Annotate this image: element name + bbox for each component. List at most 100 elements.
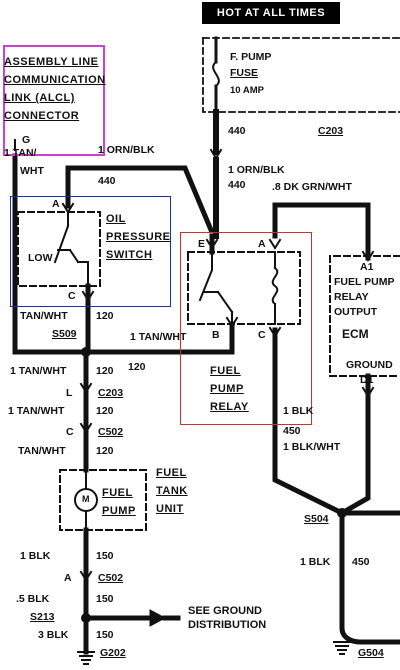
pump-unit-label-1: FUEL	[156, 467, 187, 479]
splice-s213-label: S213	[30, 611, 55, 623]
ecm-label-3: OUTPUT	[334, 306, 378, 318]
relay-coil	[271, 266, 279, 306]
ground-ref-arrow	[149, 609, 167, 627]
ground-g504-label: G504	[358, 647, 384, 659]
pump-motor-label: M	[82, 494, 90, 504]
relay-box	[187, 251, 301, 325]
ecm-d1-arrow	[361, 386, 375, 398]
wire-label-150-b: 150	[96, 593, 114, 605]
ground-g504-symbol	[333, 641, 351, 655]
splice-s509	[81, 347, 91, 357]
ecm-label-1: FUEL PUMP	[334, 276, 395, 288]
wire-label-450-b: 450	[352, 556, 370, 568]
oil-label-1: OIL	[106, 213, 126, 225]
wire-label-wht: WHT	[20, 165, 44, 177]
wire-label-450-a: 450	[283, 425, 301, 437]
pump-box	[59, 469, 147, 531]
connector-c203-a: C203	[318, 125, 344, 137]
pump-label-1: FUEL	[102, 487, 133, 499]
ecm-box	[329, 255, 400, 377]
relay-a-arrow	[268, 238, 282, 250]
ecm-name: ECM	[342, 327, 369, 341]
relay-highlight	[180, 232, 312, 425]
wire-label-dk-grn-wht: .8 DK GRN/WHT	[272, 181, 352, 193]
ground-ref-label-2: DISTRIBUTION	[188, 619, 267, 631]
oil-label-3: SWITCH	[106, 249, 153, 261]
fuse-terminal	[213, 109, 219, 115]
ground-ref-label-1: SEE GROUND	[188, 605, 262, 617]
wire-label-440-b: 440	[228, 125, 246, 137]
c502-pin-a: A	[64, 572, 72, 584]
relay-label-2: PUMP	[210, 383, 244, 395]
relay-b-arrow	[225, 316, 239, 328]
ecm-pin-d1: D1	[360, 374, 374, 386]
oil-label-2: PRESSURE	[106, 231, 171, 243]
hot-at-all-times-banner: HOT AT ALL TIMES	[202, 2, 340, 24]
splice-s213	[81, 613, 91, 623]
wire-label-blk-5: .5 BLK	[16, 593, 50, 605]
wire-label-blk-3: 3 BLK	[38, 629, 69, 641]
pump-unit-label-3: UNIT	[156, 503, 184, 515]
oil-pin-c: C	[68, 290, 76, 302]
pump-label-2: PUMP	[102, 505, 136, 517]
connector-c502-a: C502	[98, 426, 124, 438]
oil-c-arrow	[81, 290, 95, 302]
wire-label-tan-wht-bot: TAN/WHT	[18, 445, 66, 457]
fuse-rating: 10 AMP	[230, 85, 264, 96]
wire-label-tan-wht-oil: TAN/WHT	[20, 310, 68, 322]
aldl-pin-g: G	[22, 134, 31, 146]
relay-pin-a: A	[258, 238, 266, 250]
c203-pin-l: L	[66, 387, 73, 399]
ecm-pin-a1: A1	[360, 261, 374, 273]
splice-s504	[337, 508, 347, 518]
oil-state-low: LOW	[28, 252, 53, 264]
relay-e-arrow	[205, 238, 219, 250]
wire-label-orn-blk-1: 1 ORN/BLK	[98, 144, 155, 156]
relay-pin-c: C	[258, 329, 266, 341]
connector-c502-b: C502	[98, 572, 124, 584]
wire-relay-c-ground	[272, 327, 346, 517]
wire-label-150-c: 150	[96, 629, 114, 641]
relay-c-arrow	[268, 326, 282, 338]
wire-ecm-ground	[338, 373, 371, 517]
wire-label-120-a: 120	[96, 310, 114, 322]
splice-s504-label: S504	[304, 513, 329, 525]
wire-label-120-b: 120	[128, 361, 146, 373]
wire-label-blk-1: 1 BLK	[283, 405, 314, 417]
wire-orn-blk-oil	[65, 165, 215, 234]
oil-switch-highlight	[10, 196, 171, 307]
fuse-label-2: FUSE	[230, 67, 259, 79]
wire-label-120-d: 120	[96, 405, 114, 417]
ecm-ground-label: GROUND	[346, 359, 393, 371]
aldl-label-3: LINK (ALCL)	[4, 92, 75, 104]
aldl-label-2: COMMUNICATION	[4, 74, 106, 86]
aldl-label-1: ASSEMBLY LINE	[4, 56, 99, 68]
c502-pin-c: C	[66, 426, 74, 438]
relay-pin-e: E	[198, 238, 206, 250]
fuse-label-1: F. PUMP	[230, 51, 272, 63]
wire-label-tan-wht-mid: 1 TAN/WHT	[130, 331, 187, 343]
wire-label-blk-bot: 1 BLK	[20, 550, 51, 562]
wire-label-orn-blk-2: 1 ORN/BLK	[228, 164, 285, 176]
wire-label-120-c: 120	[96, 365, 114, 377]
oil-switch-arm	[57, 248, 89, 264]
c203-l-arrow	[79, 382, 93, 394]
oil-switch-box	[17, 211, 101, 287]
relay-label-3: RELAY	[210, 401, 249, 413]
wire-label-440-c: 440	[228, 179, 246, 191]
ecm-a1-arrow	[361, 250, 375, 262]
fuse-element	[212, 60, 220, 88]
wire-label-tan-wht-l: 1 TAN/WHT	[10, 365, 67, 377]
pump-unit-label-2: TANK	[156, 485, 188, 497]
aldl-highlight	[3, 45, 105, 156]
wire-label-440-a: 440	[98, 175, 116, 187]
oil-switch-contact	[53, 224, 70, 264]
wire-label-tan-wht-c: 1 TAN/WHT	[8, 405, 65, 417]
wire-dk-grn-wht	[272, 202, 371, 261]
wire-ground-g504	[339, 510, 400, 645]
wire-label-blk-right: 1 BLK	[300, 556, 331, 568]
ground-g202-label: G202	[100, 647, 126, 659]
splice-s509-label: S509	[52, 328, 77, 340]
